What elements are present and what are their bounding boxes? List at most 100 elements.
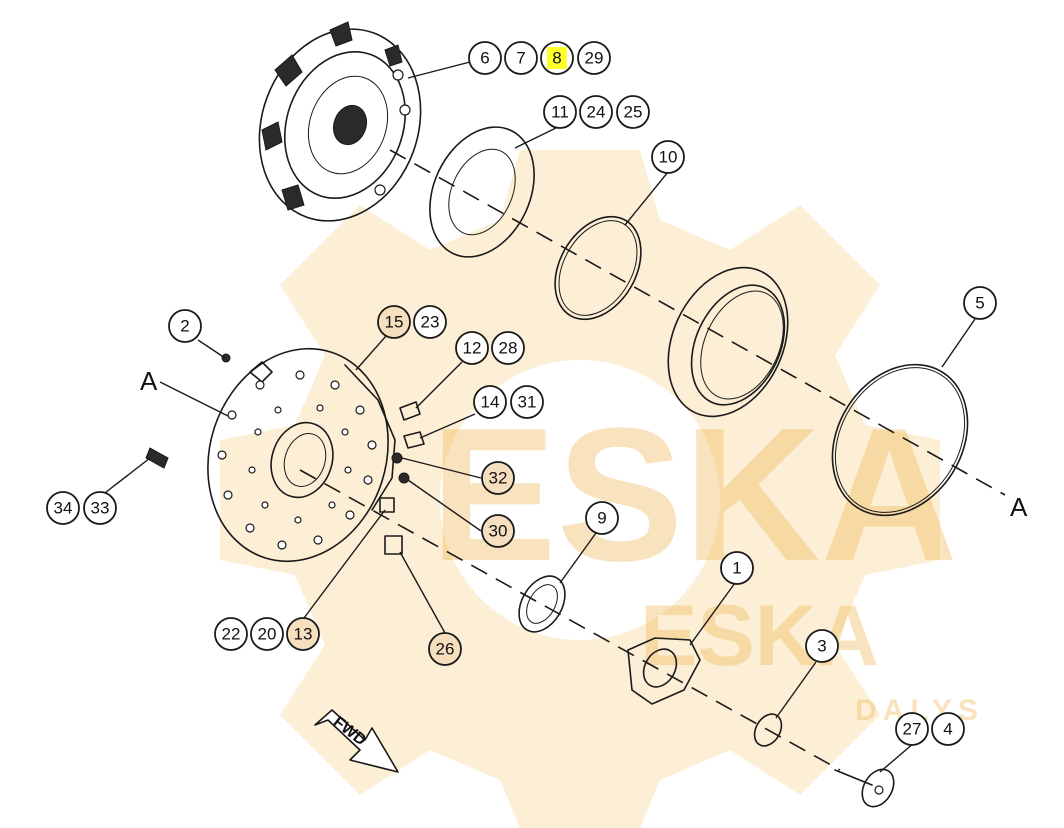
callout-25[interactable]: 25 (616, 95, 650, 129)
callout-29[interactable]: 29 (577, 41, 611, 75)
svg-text:20: 20 (258, 625, 277, 644)
leader (399, 551, 446, 634)
callout-15[interactable]: 15 (377, 305, 411, 339)
part-seal-ring (667, 266, 789, 418)
callout-5[interactable]: 5 (963, 286, 997, 320)
bolt-27-shank (834, 769, 873, 786)
callout-7[interactable]: 7 (504, 41, 538, 75)
leader (419, 413, 476, 439)
callout-2[interactable]: 2 (168, 309, 202, 343)
callout-11[interactable]: 11 (543, 95, 577, 129)
callout-34[interactable]: 34 (46, 491, 80, 525)
callout-20[interactable]: 20 (250, 617, 284, 651)
leader (355, 335, 387, 371)
callout-1[interactable]: 1 (720, 551, 754, 585)
svg-text:28: 28 (499, 339, 518, 358)
oring-5-outer (831, 363, 969, 517)
section-label-a-left: A (140, 366, 158, 396)
callout-33[interactable]: 33 (83, 491, 117, 525)
svg-text:34: 34 (54, 499, 73, 518)
callout-6[interactable]: 6 (468, 41, 502, 75)
callout-22[interactable]: 22 (214, 617, 248, 651)
yoke-1-bore (642, 648, 678, 688)
watermark-eska-medium: ESKA (640, 588, 879, 684)
leader (514, 126, 559, 149)
housing-hole (217, 450, 227, 460)
callout-12[interactable]: 12 (455, 331, 489, 365)
svg-text:14: 14 (481, 393, 500, 412)
callout-30[interactable]: 30 (481, 514, 515, 548)
seal-9-inner (526, 584, 558, 624)
fitting-14 (403, 431, 425, 449)
leader (407, 61, 471, 79)
leader (879, 742, 915, 773)
svg-text:12: 12 (463, 339, 482, 358)
section-label-a-right: A (1010, 492, 1028, 522)
callout-8[interactable]: 8 (540, 41, 574, 75)
callout-14[interactable]: 14 (473, 385, 507, 419)
svg-text:1: 1 (732, 559, 741, 578)
plate-outer (429, 126, 535, 258)
lower-axis-line (299, 469, 841, 771)
washer-4 (861, 768, 895, 808)
callout-10[interactable]: 10 (651, 140, 685, 174)
housing-hole (277, 540, 287, 550)
svg-text:27: 27 (903, 720, 922, 739)
housing-hole (223, 490, 233, 500)
part-plate (429, 126, 535, 258)
housing-hole (254, 428, 262, 436)
oring-10-outer (554, 215, 642, 321)
callout-26[interactable]: 26 (428, 632, 462, 666)
callout-4[interactable]: 4 (931, 712, 965, 746)
watermark-eska-large: ESKA (430, 389, 958, 601)
svg-text:32: 32 (489, 469, 508, 488)
svg-text:29: 29 (585, 49, 604, 68)
svg-text:13: 13 (294, 625, 313, 644)
washer-4-hole (874, 785, 884, 795)
housing-hole (330, 380, 340, 390)
leader (100, 457, 151, 497)
leader (197, 339, 226, 359)
callout-27[interactable]: 27 (895, 712, 929, 746)
drum-bolt (399, 104, 411, 116)
callout-23[interactable]: 23 (413, 305, 447, 339)
oring-5-inner (834, 367, 966, 513)
svg-text:11: 11 (551, 103, 569, 122)
housing-hole (248, 466, 256, 474)
seal-ring-outer (667, 266, 789, 418)
drum-hub (332, 104, 368, 146)
housing-hole (255, 380, 265, 390)
svg-text:7: 7 (516, 49, 525, 68)
part-yoke-1 (627, 637, 701, 705)
drum-bolt (392, 69, 404, 81)
svg-text:22: 22 (222, 625, 241, 644)
housing-flange (207, 347, 389, 563)
leader (624, 171, 669, 226)
callout-24[interactable]: 24 (579, 95, 613, 129)
housing-bore-inner (283, 433, 327, 487)
part-housing (145, 347, 425, 563)
housing-hole (261, 501, 269, 509)
fitting-12 (399, 401, 421, 421)
upper-axis-line (389, 149, 1006, 496)
leader (303, 509, 386, 619)
svg-text:9: 9 (597, 509, 606, 528)
plug-32 (391, 452, 403, 464)
drum-outer (258, 28, 422, 222)
part-seal-9 (518, 575, 566, 633)
callout-3[interactable]: 3 (805, 629, 839, 663)
callout-9[interactable]: 9 (585, 501, 619, 535)
callout-31[interactable]: 31 (510, 385, 544, 419)
housing-body (344, 364, 396, 511)
housing-tab (249, 361, 273, 383)
seal-9-outer (518, 575, 566, 633)
housing-hole (313, 535, 323, 545)
section-a-left-line (159, 381, 233, 419)
oring-10-inner (558, 220, 638, 316)
callout-28[interactable]: 28 (491, 331, 525, 365)
yoke-1-body (627, 637, 701, 705)
callout-32[interactable]: 32 (481, 461, 515, 495)
housing-hole (274, 406, 282, 414)
callout-13[interactable]: 13 (286, 617, 320, 651)
